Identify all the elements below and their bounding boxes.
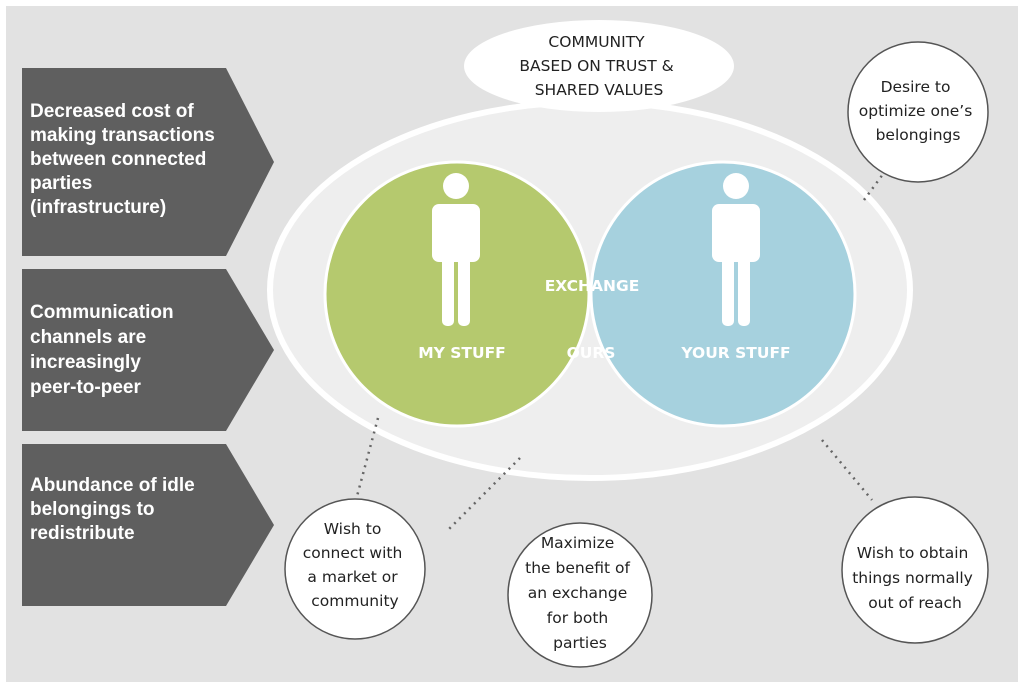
person-icon [432,173,480,326]
driver-arrow-2-text: Communication channels are increasingly … [30,302,179,398]
bubble-top-right-line: Desire to [881,78,951,96]
bubble-bottom-right: Wish to obtain things normally out of re… [841,496,989,644]
bubble-bottom-left-line: community [311,592,398,610]
community-header-line: COMMUNITY [548,33,645,51]
bubble-bottom-right-text: Wish to obtain things normally out of re… [852,544,978,612]
driver-arrow-2: Communication channels are increasingly … [22,269,274,431]
driver-arrow-3: Abundance of idle belongings to redistri… [22,444,274,606]
bubble-bottom-middle: Maximize the benefit of an exchange for … [507,522,653,668]
driver-arrow-3-line: belongings to [30,499,155,520]
driver-arrow-3-line: Abundance of idle [30,475,195,496]
bubble-top-right: Desire to optimize one’s belongings [847,41,989,183]
connector-lines [354,169,888,533]
driver-arrow-2-line: peer-to-peer [30,377,141,398]
driver-arrow-1-line: between connected [30,149,206,170]
bubble-bottom-left: Wish to connect with a market or communi… [284,498,426,640]
driver-arrow-3-line: redistribute [30,523,135,544]
bubble-bottom-middle-line: Maximize [541,534,614,552]
driver-arrow-2-line: channels are [30,327,146,348]
community-header-line: BASED ON TRUST & [519,57,673,75]
bubble-bottom-right-line: out of reach [868,594,962,612]
bubble-bottom-middle-line: an exchange [528,584,627,602]
bubble-top-right-line: optimize one’s [859,102,973,120]
driver-arrow-3-text: Abundance of idle belongings to redistri… [30,475,200,544]
driver-arrow-1-line: making transactions [30,125,215,146]
bubble-bottom-middle-line: parties [553,634,607,652]
driver-arrow-1-line: Decreased cost of [30,101,194,122]
bubble-bottom-left-text: Wish to connect with a market or communi… [303,520,408,610]
bubble-bottom-right-line: Wish to obtain [857,544,969,562]
your-stuff-label: YOUR STUFF [680,344,790,362]
person-icon [712,173,760,326]
driver-arrow-1-line: (infrastructure) [30,197,166,218]
bubble-top-right-line: belongings [876,126,961,144]
exchange-label: EXCHANGE [545,277,640,295]
my-stuff-label: MY STUFF [418,344,506,362]
community-header: COMMUNITY BASED ON TRUST & SHARED VALUES [464,20,734,112]
driver-arrow-1-text: Decreased cost of making transactions be… [30,101,220,218]
my-stuff-circle [323,160,591,428]
ours-label: OURS [567,344,616,362]
community-header-line: SHARED VALUES [535,81,664,99]
driver-arrow-1-line: parties [30,173,92,194]
community-header-text: COMMUNITY BASED ON TRUST & SHARED VALUES [519,33,678,99]
bubble-bottom-left-line: a market or [307,568,398,586]
bubble-bottom-right-line: things normally [852,569,973,587]
connector-left-circle [354,417,380,501]
bubble-top-right-text: Desire to optimize one’s belongings [859,78,978,144]
driver-arrow-1: Decreased cost of making transactions be… [22,68,274,256]
driver-arrow-2-line: increasingly [30,352,141,373]
bubble-bottom-middle-line: the benefit of [525,559,630,577]
bubble-bottom-middle-line: for both [547,609,608,627]
driver-arrow-2-line: Communication [30,302,174,323]
bubble-bottom-middle-text: Maximize the benefit of an exchange for … [525,534,635,652]
bubble-bottom-left-line: Wish to [324,520,382,538]
bubble-bottom-left-line: connect with [303,544,403,562]
